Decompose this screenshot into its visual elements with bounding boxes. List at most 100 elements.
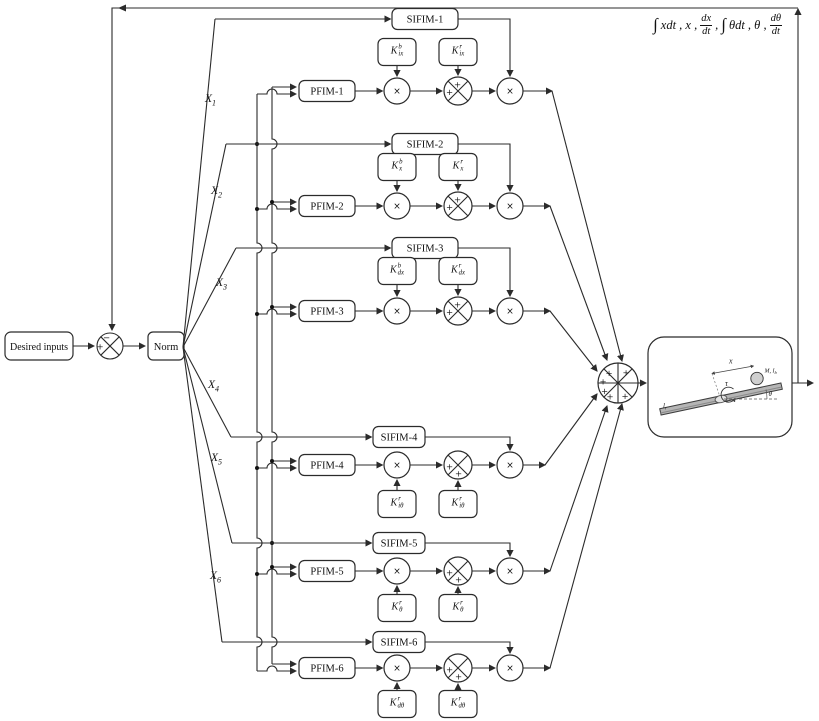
sifim-output-wire [425,542,514,558]
gain-block [438,256,478,286]
error-sum-node: + − [96,332,124,360]
torque-label: τ [725,379,729,388]
gain-block [377,37,417,67]
multiply-sign: × [393,567,401,577]
pfim-block-label: PFIM-1 [310,87,343,98]
wire [447,195,469,217]
junction-dot [270,200,274,204]
junction-dot [255,207,259,211]
gain-block [438,152,478,182]
feedback-arrowhead-left [118,4,126,12]
feedback-wire-top [108,7,798,332]
bus-line-right [271,87,278,664]
plus-sign: + [96,343,103,353]
row-output-wire [549,310,598,372]
junction-dot [270,565,274,569]
plus-sign: + [622,369,629,379]
multiply-sign: × [393,87,401,97]
wire [447,80,469,102]
pfim-feed-lower [257,462,298,472]
plus-sign: + [605,369,612,379]
wire [447,560,469,582]
plant-outline [647,336,793,438]
row-output-wire [551,90,624,363]
pfim-block-label: PFIM-5 [310,567,343,578]
x-dimension-label: x [728,357,733,366]
sifim-block-label: SIFIM-2 [407,140,444,151]
sifim-block-label: SIFIM-3 [407,244,444,255]
plus-sign: + [455,672,462,682]
plus-sign: + [454,195,461,205]
pfim-feed-lower [257,308,298,318]
plus-sign: + [599,378,606,388]
pfim-feed-lower [257,568,298,578]
gain-block [438,37,478,67]
gain-block [377,152,417,182]
norm-fanout-line [182,18,216,348]
row-output-wire [549,404,609,572]
junction-dot [255,572,259,576]
sifim-output-wire [458,247,514,298]
pfim-block-label: PFIM-6 [310,664,343,675]
plus-sign: + [446,665,453,675]
row-output-wire [549,205,609,362]
sifim-block-label: SIFIM-1 [407,15,444,26]
row-output-wire [549,402,624,669]
junction-dot [255,466,259,470]
multiply-sign: × [506,87,514,97]
plus-sign: + [446,568,453,578]
ball [750,371,764,386]
pfim-feed-lower [257,88,298,98]
angle-arc [765,389,768,400]
norm-fanout-line [182,143,227,348]
norm-fanout-line [182,247,237,348]
norm-label: Norm [154,342,179,353]
minus-sign: − [103,334,110,344]
gain-block [438,689,478,719]
plus-sign: + [621,392,628,402]
sifim-output-wire [458,18,514,78]
sifim-block-label: SIFIM-4 [381,433,419,444]
gain-block [377,489,417,519]
sifim-block-label: SIFIM-5 [381,539,418,550]
pfim-feed-lower [257,203,298,213]
plus-sign: + [454,80,461,90]
plus-sign: + [601,387,608,397]
desired-inputs-label: Desired inputs [10,342,68,353]
row-output-wire [544,393,598,466]
plus-sign: + [606,393,613,403]
plus-sign: + [446,88,453,98]
multiply-sign: × [506,461,514,471]
junction-dot [255,312,259,316]
multiply-sign: × [393,202,401,212]
gain-block [377,593,417,623]
plus-sign: + [454,300,461,310]
sifim-output-wire [458,143,514,193]
pfim-block-label: PFIM-2 [310,202,343,213]
main-sum-node: + + + + + + [597,362,639,404]
gain-block [438,489,478,519]
multiply-sign: × [393,461,401,471]
multiply-sign: × [506,307,514,317]
multiply-sign: × [393,307,401,317]
bus-line-left [256,94,263,671]
plus-sign: + [455,575,462,585]
junction-dot [270,459,274,463]
pfim-block-label: PFIM-4 [310,461,344,472]
torque-arrow [720,386,736,403]
ball-label: M, Ib [764,369,778,376]
norm-fanout-line [182,346,232,438]
plus-sign: + [446,203,453,213]
fim-rows: SIFIM-1PFIM-1×++×SIFIM-2PFIM-2×++×SIFIM-… [182,7,624,719]
multiply-sign: × [393,664,401,674]
theta-label: θ [769,390,773,398]
junction-dot [270,305,274,309]
multiply-sign: × [506,202,514,212]
pfim-block-label: PFIM-3 [310,307,343,318]
